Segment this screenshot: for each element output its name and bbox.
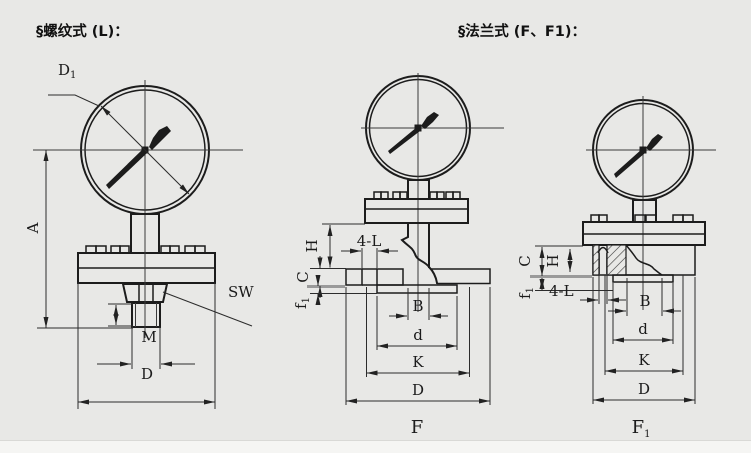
dim-label-d-small: d	[413, 326, 423, 344]
needle-hub	[639, 146, 647, 154]
dim-label-b: B	[412, 297, 423, 315]
raised-face	[376, 284, 458, 294]
dim-label-f1: f1	[292, 297, 312, 309]
variant-caption-f: F	[411, 417, 424, 438]
socket-profile-curve	[400, 222, 439, 285]
footer-strip	[0, 441, 751, 453]
dim-label-c: C	[516, 255, 534, 266]
d1-leader-line	[48, 94, 100, 107]
needle-counterweight	[646, 134, 663, 151]
dim-label-dd: D	[412, 381, 424, 399]
dim-label-m: M	[141, 328, 156, 346]
needle-counterweight	[149, 126, 171, 150]
dim-label-h: H	[303, 239, 321, 252]
dim-label-dd: D	[638, 380, 650, 398]
plate-bolts	[590, 214, 694, 223]
flange-section-hatched	[606, 244, 627, 276]
flange-section-hatched	[345, 268, 363, 286]
flange-f-diagram: H C f1 4-L B d K D F	[292, 73, 504, 438]
dim-label-4l: 4-L	[549, 282, 574, 300]
footer-divider	[0, 440, 751, 441]
needle-counterweight	[421, 112, 439, 129]
dim-label-f1: f1	[516, 287, 536, 299]
flange-top-plate	[364, 198, 469, 224]
dim-label-k: K	[638, 351, 650, 369]
socket-profile-curve	[625, 244, 663, 276]
pointer-needle	[388, 127, 420, 154]
dim-label-b: B	[639, 292, 650, 310]
raised-face	[612, 274, 674, 283]
flange-section-hatched	[376, 268, 404, 286]
sw-leader-line	[162, 291, 253, 327]
dim-label-h: H	[544, 254, 562, 267]
dim-label-d-small: d	[638, 320, 648, 338]
flange-section-hatched	[592, 244, 600, 276]
dim-label-4l: 4-L	[357, 232, 382, 250]
needle-hub	[414, 124, 422, 132]
dim-label-c: C	[294, 271, 312, 282]
flange-f1-diagram: C H f1 4-L B d K D F1	[516, 96, 716, 440]
dim-label-d: D	[141, 365, 153, 383]
dim-label-a: A	[24, 222, 42, 234]
flange-right-face	[431, 268, 491, 285]
dim-label-d1: D1	[58, 61, 76, 81]
dim-label-k: K	[412, 353, 424, 371]
variant-caption-f1: F1	[632, 417, 651, 440]
threaded-diagram: D1 M D	[24, 61, 254, 409]
flanged-section-title: §法兰式 (F、F1)：	[458, 22, 586, 40]
threaded-section-title: §螺纹式 (L)：	[36, 22, 129, 40]
bolt-head-dome	[597, 246, 609, 254]
dim-label-sw: SW	[228, 283, 254, 301]
pointer-needle	[106, 148, 147, 189]
thread-stem	[131, 302, 161, 328]
plate-bolts	[373, 191, 461, 200]
d1-diagonal-dimension	[100, 105, 190, 195]
plate-bolts	[85, 245, 206, 254]
pointer-needle	[614, 149, 645, 178]
